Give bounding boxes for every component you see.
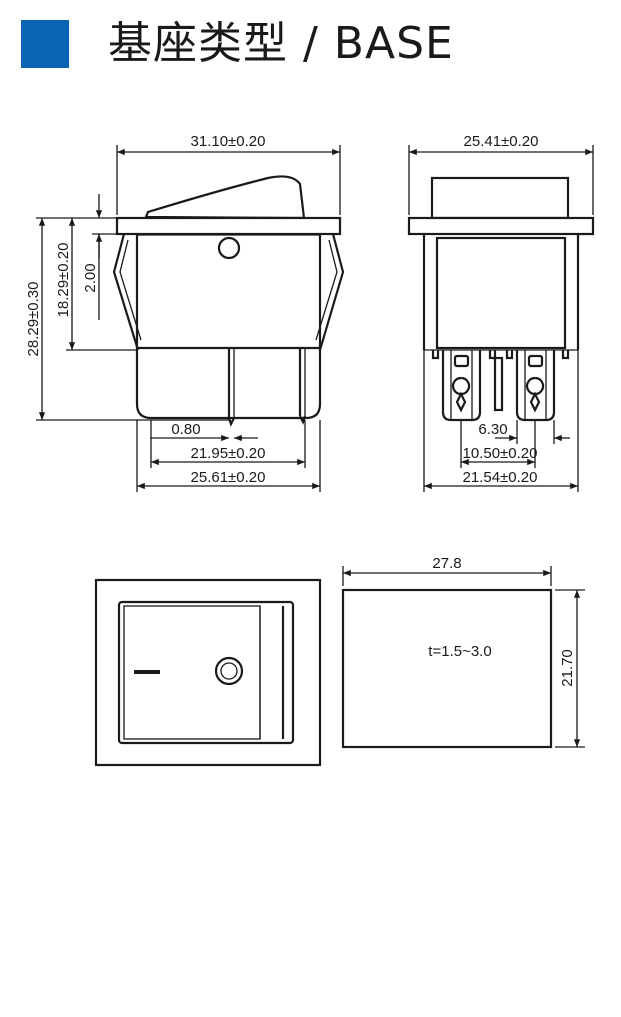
front-body	[135, 234, 322, 348]
top-view	[94, 578, 322, 767]
dim-side-body-width: 21.54±0.20	[463, 469, 538, 486]
side-body	[422, 234, 580, 350]
on-mark-icon	[134, 670, 160, 674]
top-frame-outer	[94, 578, 322, 767]
front-view	[112, 175, 345, 427]
blue-square-icon	[21, 20, 69, 68]
top-frame-inner	[117, 600, 295, 745]
dim-cutout-width: 27.8	[432, 555, 461, 572]
dim-front-width: 31.10±0.20	[191, 133, 266, 150]
front-dimensions: 31.10±0.20 28.29±0.30 18.29±0.20 2.00 0.…	[25, 133, 341, 492]
page-title: 基座类型 / BASE	[108, 18, 454, 69]
dim-front-height-body: 18.29±0.20	[55, 243, 72, 318]
dim-terminal-pitch: 10.50±0.20	[463, 445, 538, 462]
front-indicator-circle	[217, 236, 241, 260]
dim-side-width: 25.41±0.20	[464, 133, 539, 150]
dim-cutout-height: 21.70	[559, 649, 576, 687]
dim-terminal-thickness: 0.80	[171, 421, 200, 438]
side-flange	[407, 216, 595, 236]
cutout-rect	[341, 588, 553, 749]
side-dimensions: 25.41±0.20 6.30 10.50±0.20 21.54±0.20	[408, 133, 594, 492]
panel-thickness-label: t=1.5~3.0	[428, 643, 491, 660]
dim-terminal-width: 6.30	[478, 421, 507, 438]
left-latch	[112, 233, 140, 351]
rocker-actuator	[144, 175, 306, 220]
dim-terminal-span: 21.95±0.20	[191, 445, 266, 462]
front-flange	[115, 216, 342, 236]
side-actuator	[430, 176, 570, 220]
centre-blade	[493, 356, 504, 412]
page-header: 基座类型 / BASE	[0, 0, 621, 100]
dim-flange-thickness: 2.00	[82, 263, 99, 292]
side-view	[407, 176, 595, 422]
dim-front-height-total: 28.29±0.30	[25, 282, 42, 357]
front-base	[135, 346, 322, 420]
dim-body-width: 25.61±0.20	[191, 469, 266, 486]
off-mark-icon	[214, 656, 244, 686]
panel-cutout: 27.8 21.70 t=1.5~3.0	[341, 555, 585, 749]
right-latch	[318, 233, 345, 351]
